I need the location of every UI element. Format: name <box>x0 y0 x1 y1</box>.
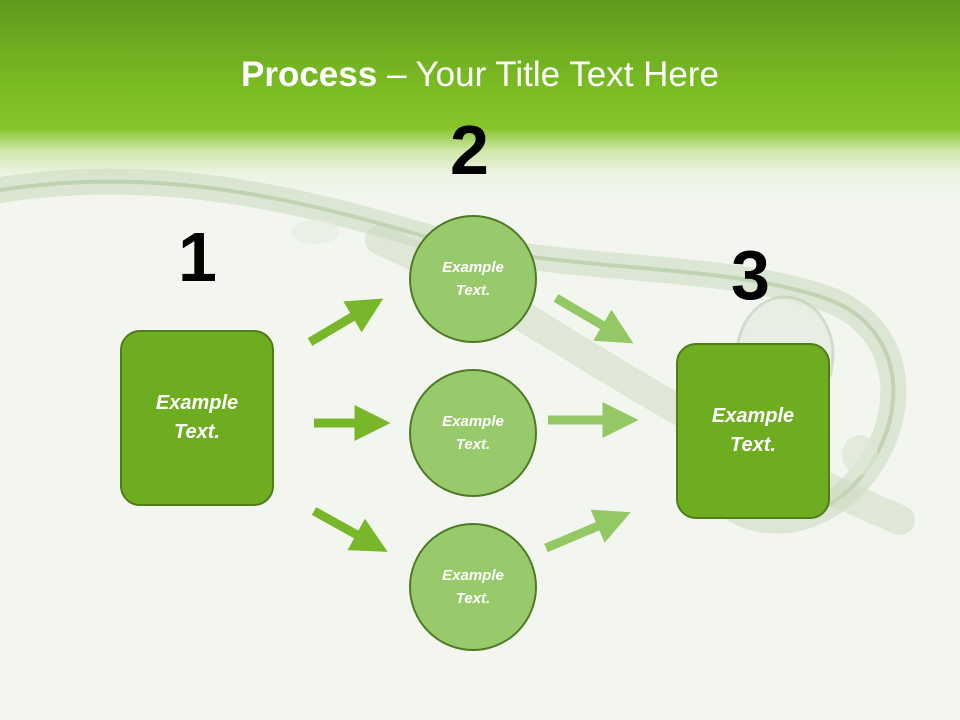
circle-bottom: Example Text. <box>409 523 537 651</box>
arrow-from-circle-bottom <box>544 509 631 553</box>
left-process-box: Example Text. <box>120 330 274 506</box>
header-band <box>0 0 960 200</box>
right-process-box: Example Text. <box>676 343 830 519</box>
left-box-line2: Text. <box>174 421 220 443</box>
title-bold: Process <box>241 55 378 94</box>
arrow-to-circle-top <box>307 298 384 346</box>
circle-middle-line1: Example <box>442 413 504 430</box>
arrow-to-circle-bottom <box>311 507 388 552</box>
step-number-3: 3 <box>731 236 770 314</box>
step-number-1: 1 <box>178 218 217 296</box>
circle-top-line2: Text. <box>455 282 491 299</box>
step-number-2: 2 <box>450 111 489 189</box>
title-rest: – Your Title Text Here <box>377 55 719 94</box>
left-box-line1: Example <box>155 392 239 414</box>
arrow-from-circle-top <box>553 294 634 344</box>
circle-middle: Example Text. <box>409 369 537 497</box>
right-box-line2: Text. <box>730 434 776 456</box>
circle-top-line1: Example <box>442 259 504 276</box>
slide-title: Process – Your Title Text Here <box>0 52 960 98</box>
circle-top: Example Text. <box>409 215 537 343</box>
circle-middle-line2: Text. <box>455 436 491 453</box>
circle-bottom-line2: Text. <box>455 590 491 607</box>
right-box-line1: Example <box>711 405 795 427</box>
circle-bottom-line1: Example <box>442 567 504 584</box>
